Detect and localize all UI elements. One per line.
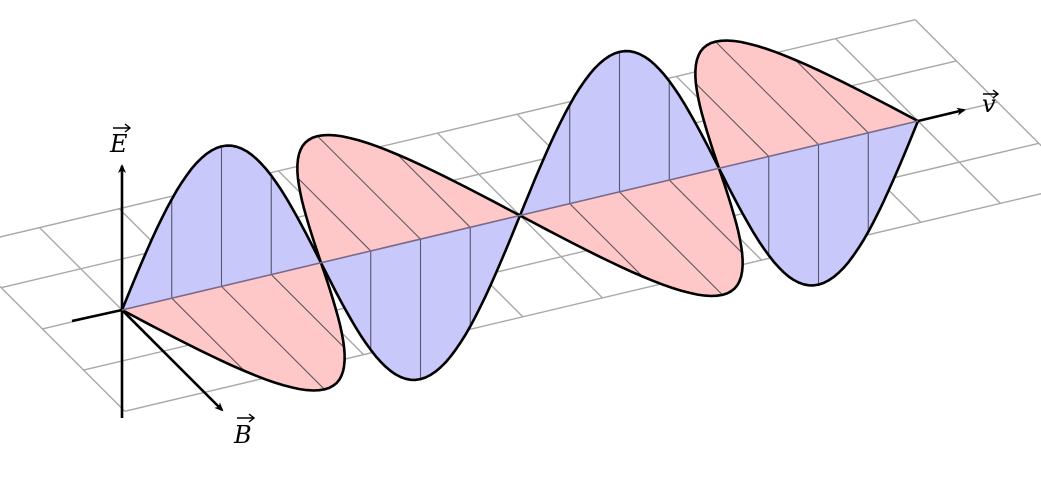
b-field-label: B: [233, 413, 256, 449]
e-field-label: E: [109, 123, 132, 158]
vector-arrow-icon: [113, 123, 132, 133]
field-vector-line: [695, 83, 770, 157]
propagation-axis: [121, 120, 919, 311]
e-wave-curve: [120, 144, 323, 311]
field-vector-line: [397, 154, 471, 228]
e-wave-curve: [319, 215, 522, 382]
b-wave-lobe: [297, 135, 520, 263]
grid-line: [0, 285, 126, 412]
propagation-axis-back: [71, 308, 123, 323]
grid-line: [914, 19, 1041, 147]
b-field-axis: [121, 309, 224, 412]
e-wave-curve: [717, 120, 920, 287]
magnetic-field-wave: [121, 39, 919, 392]
field-vector-line: [795, 59, 869, 134]
svg-text:v: v: [982, 90, 996, 118]
field-vector-line: [619, 191, 723, 296]
b-wave-lobe: [122, 262, 345, 391]
vector-arrow-icon: [983, 89, 1000, 99]
e-wave-curve: [518, 49, 721, 216]
b-wave-lobe: [695, 40, 918, 169]
field-vector-line: [317, 135, 421, 240]
velocity-label: v: [982, 89, 1000, 118]
b-wave-curve: [519, 167, 744, 298]
svg-text:B: B: [233, 421, 252, 449]
propagation-axis-front: [917, 107, 966, 123]
field-vector-line: [668, 179, 743, 254]
b-wave-curve: [694, 39, 919, 169]
field-vector-line: [221, 285, 325, 390]
field-vector-line: [270, 274, 345, 348]
b-wave-lobe: [520, 168, 743, 296]
electric-field-wave: [120, 49, 920, 382]
b-wave-curve: [121, 262, 346, 392]
field-vector-line: [297, 177, 372, 252]
b-wave-curve: [296, 133, 521, 264]
vector-arrow-icon: [237, 413, 256, 423]
field-vector-line: [569, 203, 643, 277]
field-vector-line: [715, 41, 819, 146]
svg-text:E: E: [109, 130, 128, 158]
field-vector-line: [171, 297, 245, 372]
